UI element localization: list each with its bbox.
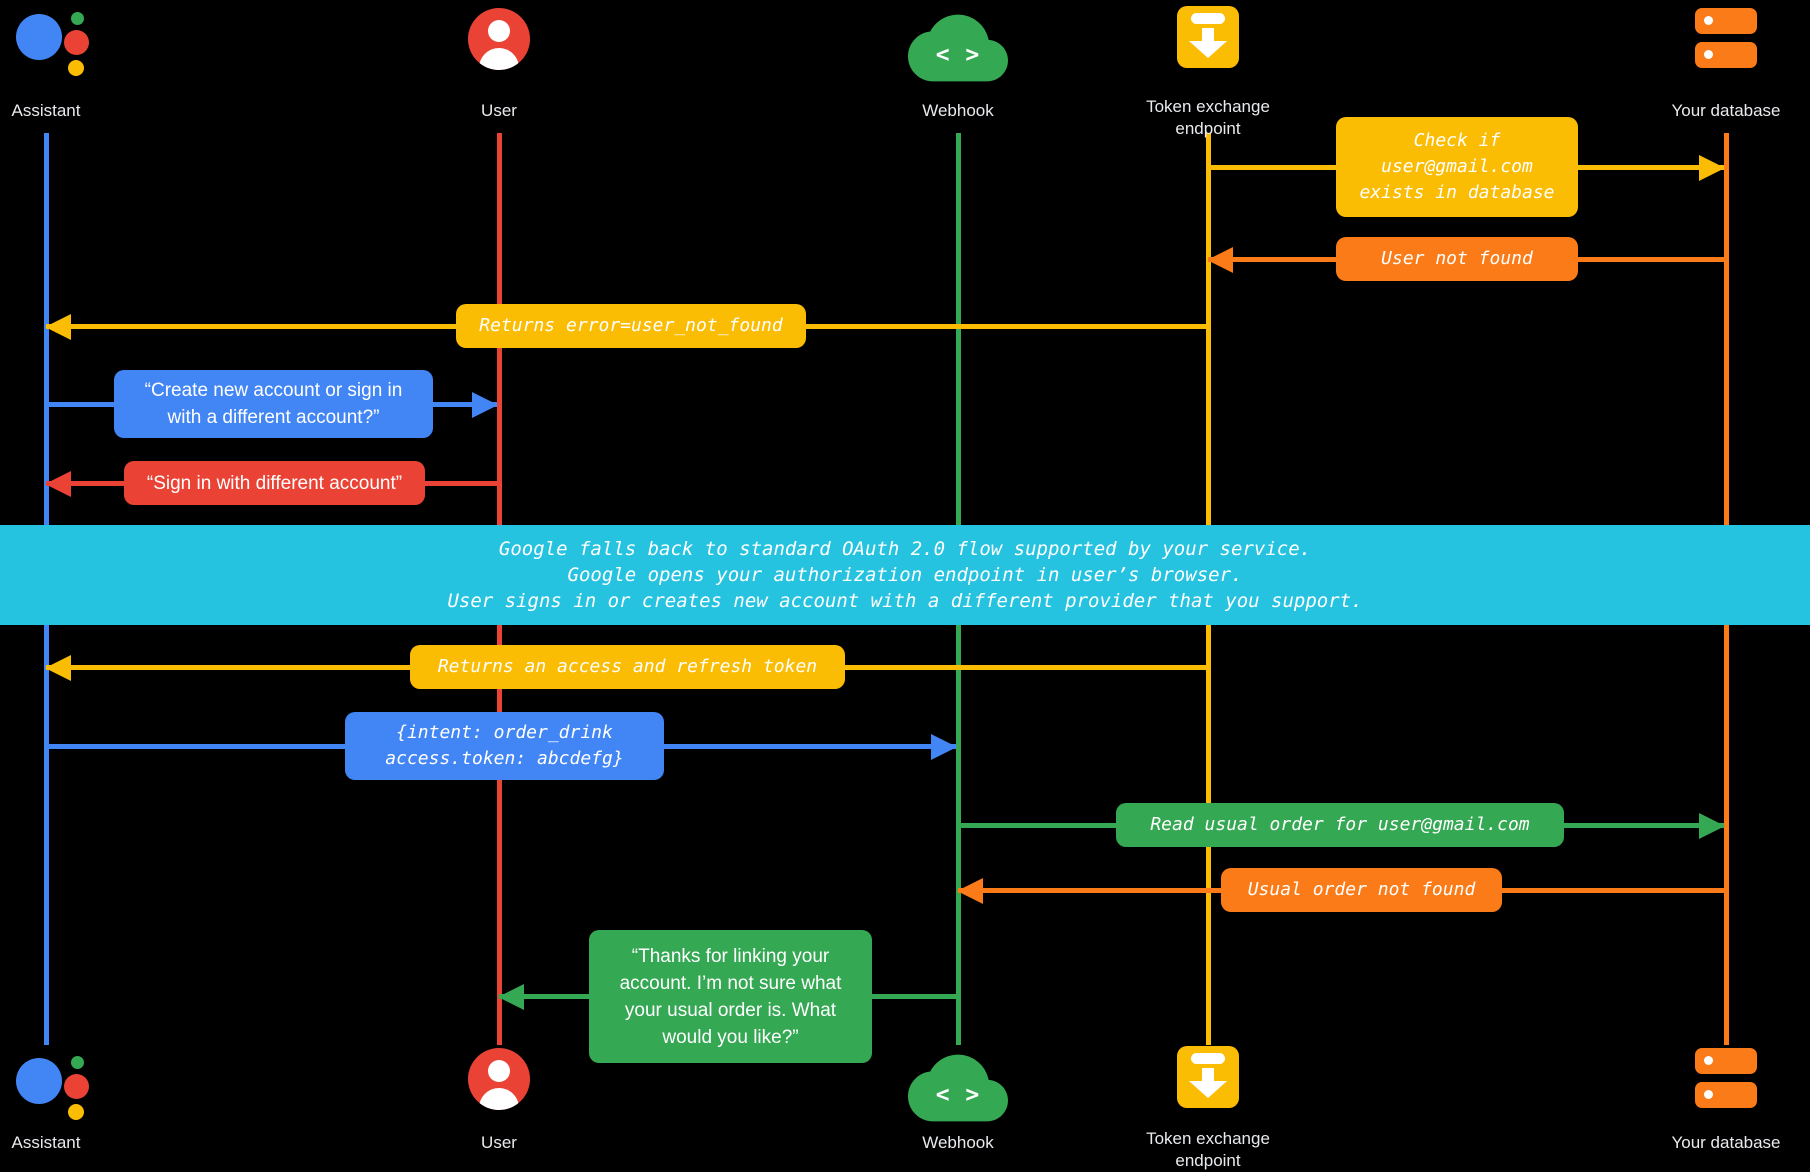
message-sign-in-different: “Sign in with different account” <box>124 461 425 505</box>
database-dot <box>1704 1090 1713 1099</box>
download-arrow-head <box>1189 41 1227 58</box>
cloud-shape <box>908 14 1008 82</box>
database-bar <box>1695 1082 1757 1108</box>
message-usual-order-not-found: Usual order not found <box>1221 868 1502 912</box>
token-exchange-icon-bottom <box>1177 1046 1239 1108</box>
user-head-shape <box>488 1060 510 1082</box>
download-arrow-stem <box>1202 1068 1214 1081</box>
database-dot <box>1704 50 1713 59</box>
assistant-yellow-dot <box>68 60 84 76</box>
webhook-cloud-icon-bottom: < > <box>908 1054 1008 1122</box>
lane-label-token-exchange-bottom: Token exchange endpoint <box>1146 1129 1270 1170</box>
lane-label-webhook-top: Webhook <box>922 101 994 120</box>
user-torso-shape <box>479 48 519 70</box>
lane-label-user-bottom: User <box>481 1133 517 1152</box>
message-returns-tokens: Returns an access and refresh token <box>410 645 845 689</box>
assistant-blue-dot <box>16 14 62 60</box>
assistant-yellow-dot <box>68 1104 84 1120</box>
database-bar <box>1695 1048 1757 1074</box>
token-top-bar-shape <box>1191 1053 1225 1064</box>
assistant-red-dot <box>64 30 89 55</box>
message-intent-payload: {intent: order_drink access.token: abcde… <box>345 712 664 780</box>
cloud-shape <box>908 1054 1008 1122</box>
code-brackets-glyph: < > <box>935 42 981 68</box>
lane-label-assistant-bottom: Assistant <box>11 1133 81 1152</box>
user-head-shape <box>488 20 510 42</box>
download-arrow-stem <box>1202 28 1214 41</box>
database-bar <box>1695 8 1757 34</box>
token-top-bar-shape <box>1191 13 1225 24</box>
user-torso-shape <box>479 1088 519 1110</box>
lane-label-database-bottom: Your database <box>1671 1133 1781 1152</box>
download-arrow-head <box>1189 1081 1227 1098</box>
assistant-green-dot <box>71 12 84 25</box>
note-oauth-fallback: Google falls back to standard OAuth 2.0 … <box>0 525 1810 625</box>
user-icon-top <box>468 8 530 70</box>
lane-label-token-exchange-top: Token exchange endpoint <box>1146 97 1270 138</box>
assistant-red-dot <box>64 1074 89 1099</box>
message-check-user: Check if user@gmail.com exists in databa… <box>1336 117 1578 217</box>
database-icon-bottom <box>1695 1048 1757 1108</box>
user-icon-bottom <box>468 1048 530 1110</box>
lane-label-user-top: User <box>481 101 517 120</box>
database-dot <box>1704 1056 1713 1065</box>
assistant-logo-icon-top <box>8 2 93 87</box>
message-read-usual-order: Read usual order for user@gmail.com <box>1116 803 1564 847</box>
assistant-logo-icon-bottom <box>8 1046 93 1131</box>
message-thanks-for-linking: “Thanks for linking your account. I’m no… <box>589 930 872 1063</box>
lane-label-database-top: Your database <box>1671 101 1781 120</box>
lane-label-webhook-bottom: Webhook <box>922 1133 994 1152</box>
lane-label-assistant-top: Assistant <box>11 101 81 120</box>
assistant-blue-dot <box>16 1058 62 1104</box>
message-user-not-found: User not found <box>1336 237 1578 281</box>
message-create-or-sign-in: “Create new account or sign in with a di… <box>114 370 433 438</box>
webhook-cloud-icon-top: < > <box>908 14 1008 82</box>
assistant-green-dot <box>71 1056 84 1069</box>
database-bar <box>1695 42 1757 68</box>
database-icon-top <box>1695 8 1757 68</box>
code-brackets-glyph: < > <box>935 1082 981 1108</box>
database-dot <box>1704 16 1713 25</box>
token-exchange-icon-top <box>1177 6 1239 68</box>
message-returns-error: Returns error=user_not_found <box>456 304 806 348</box>
